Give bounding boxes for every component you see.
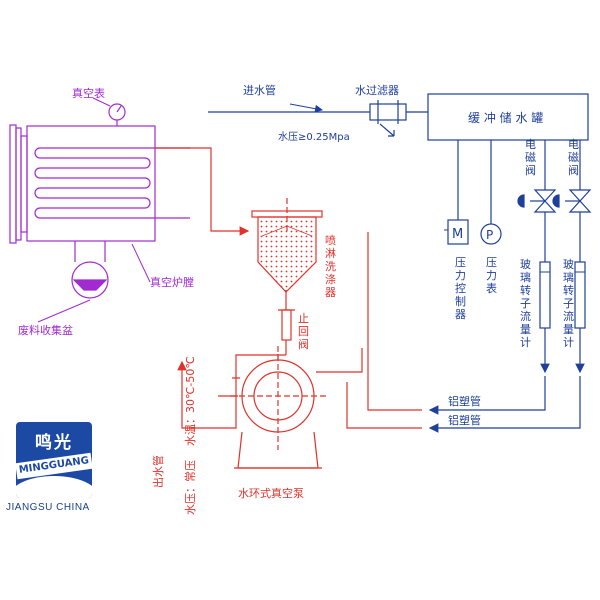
water-ring-pump: [218, 346, 363, 469]
water-filter: [369, 100, 428, 137]
waste-basin-label: 废料收集盆: [18, 323, 73, 337]
pressure-controller-symbol: M: [452, 227, 463, 242]
pressure-controller-icon: M: [444, 219, 469, 245]
buffer-tank: [427, 93, 589, 141]
spray-washer: [251, 198, 323, 293]
flow-line-2: [428, 140, 585, 433]
outlet-pressure-label: 水压：常压: [184, 460, 197, 515]
check-valve: [278, 309, 295, 341]
pump-label: 水环式真空泵: [238, 486, 304, 500]
outlet-pipe-label: 出水管: [151, 455, 165, 488]
inlet-pipe-label: 进水管: [243, 83, 276, 97]
buffer-tank-label: 缓 冲 储 水 罐: [468, 110, 543, 125]
waste-basin: [71, 241, 109, 299]
vacuum-line: [155, 147, 287, 429]
pressure-controller-label: 压力控制器: [455, 256, 466, 321]
flowmeter-1: [539, 261, 551, 329]
vacuum-chamber-label: 真空炉膛: [150, 275, 194, 289]
spray-washer-label: 喷淋洗涤器: [325, 234, 336, 299]
solenoid-valve-2-label: 电磁阀: [568, 138, 579, 177]
pressure-gauge-label: 压力表: [486, 256, 497, 295]
flowmeter-2: [574, 261, 586, 329]
vacuum-chamber: [9, 124, 190, 244]
vacuum-gauge-icon: [108, 103, 126, 126]
red-return-lines: [346, 232, 422, 429]
check-valve-label: 止回阀: [298, 312, 309, 351]
pipe-lower-label: 铝塑管: [448, 413, 481, 427]
logo-subtitle: JIANGSU CHINA: [6, 502, 90, 513]
water-filter-label: 水过滤器: [355, 84, 399, 97]
pressure-gauge-icon: P: [480, 223, 502, 245]
solenoid-valve-1-icon: [517, 189, 557, 213]
solenoid-valve-2-icon: [552, 189, 592, 213]
solenoid-valve-1-label: 电磁阀: [525, 138, 536, 177]
water-temp-label: 水温：30℃-50℃: [184, 356, 197, 446]
logo-hill-shape: [16, 476, 92, 498]
flowmeter-2-label: 玻璃转子流量计: [563, 258, 574, 349]
pipe-upper-label: 铝塑管: [448, 394, 481, 408]
brand-logo: 鸣光 MINGGUANG: [16, 422, 92, 498]
flow-line-1: [428, 140, 550, 415]
flowmeter-1-label: 玻璃转子流量计: [520, 258, 531, 349]
vacuum-gauge-label: 真空表: [72, 86, 105, 100]
logo-title: 鸣光: [35, 433, 73, 453]
pressure-gauge-symbol: P: [486, 228, 493, 242]
water-pressure-label: 水压≥0.25Mpa: [278, 131, 350, 143]
